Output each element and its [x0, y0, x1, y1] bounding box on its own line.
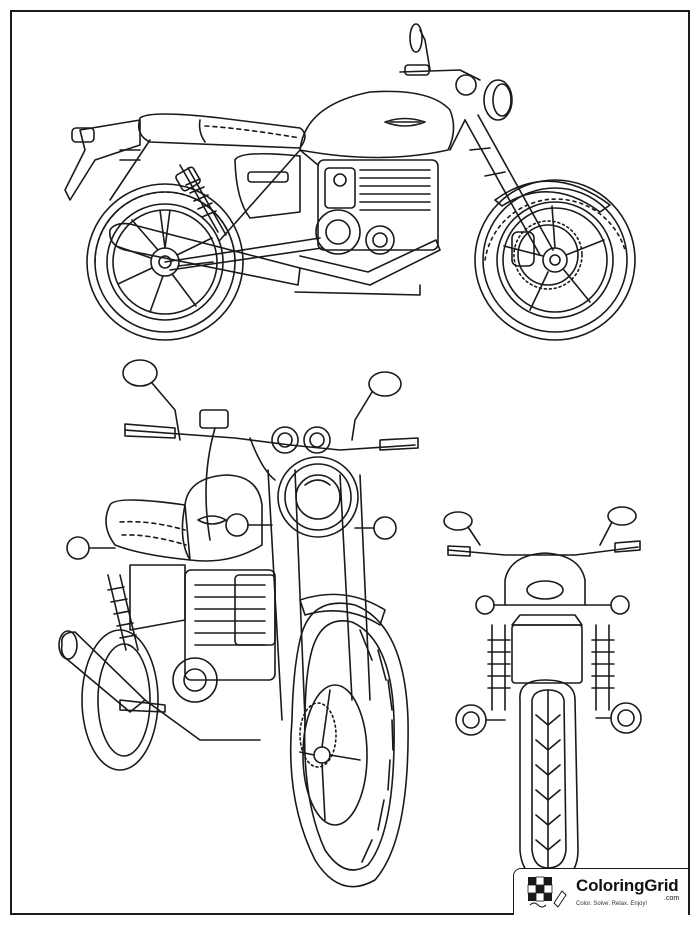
side-cover [234, 152, 301, 219]
rear-left-exhaust [455, 704, 487, 736]
front-side-panel [129, 564, 186, 631]
side-fuel-tank [299, 90, 455, 159]
rear-left-mirror [443, 511, 473, 531]
rear-tail-light [526, 580, 564, 600]
front-view-front-wheel [289, 602, 409, 888]
front-view-rear-wheel [81, 629, 159, 771]
front-handlebar [124, 429, 416, 451]
front-fender [299, 593, 386, 626]
rear-view-tire [519, 679, 579, 883]
watermark-domain: .com [664, 895, 680, 902]
side-mirror [409, 23, 423, 53]
front-view-motorcycle [58, 359, 419, 888]
front-left-mirror [122, 359, 158, 387]
front-engine [172, 569, 276, 703]
front-exhaust [60, 631, 146, 713]
side-exhaust [108, 222, 301, 286]
side-headlight [483, 79, 513, 121]
side-swingarm [164, 237, 323, 271]
side-handlebar [399, 69, 481, 81]
rear-license-plate [511, 624, 583, 684]
watermark-tagline: Color. Solve. Relax. Enjoy! [576, 901, 648, 907]
rear-right-shock [595, 624, 610, 711]
front-seat [105, 499, 191, 561]
coloringgrid-watermark: ColoringGrid .com Color. Solve. Relax. E… [513, 868, 688, 915]
rear-handlebar [447, 546, 639, 556]
front-fork-right [339, 474, 371, 701]
rear-view-motorcycle [443, 506, 642, 883]
side-seat [137, 113, 306, 149]
front-right-mirror [368, 371, 402, 397]
side-view-motorcycle [64, 23, 636, 341]
page-border [10, 10, 690, 915]
rear-left-shock [491, 624, 506, 711]
rear-right-mirror [607, 506, 637, 526]
side-front-wheel [474, 179, 636, 341]
side-front-fork [464, 114, 554, 256]
side-front-fender [494, 180, 611, 213]
checkered-flag-icon [527, 876, 567, 908]
side-engine [315, 159, 439, 255]
rear-right-exhaust [610, 702, 642, 734]
watermark-brand: ColoringGrid [576, 876, 679, 895]
side-rear-fender [64, 119, 141, 201]
rear-seat-cowl [504, 552, 586, 606]
front-fuel-tank [181, 474, 263, 562]
front-headlight [277, 456, 359, 538]
